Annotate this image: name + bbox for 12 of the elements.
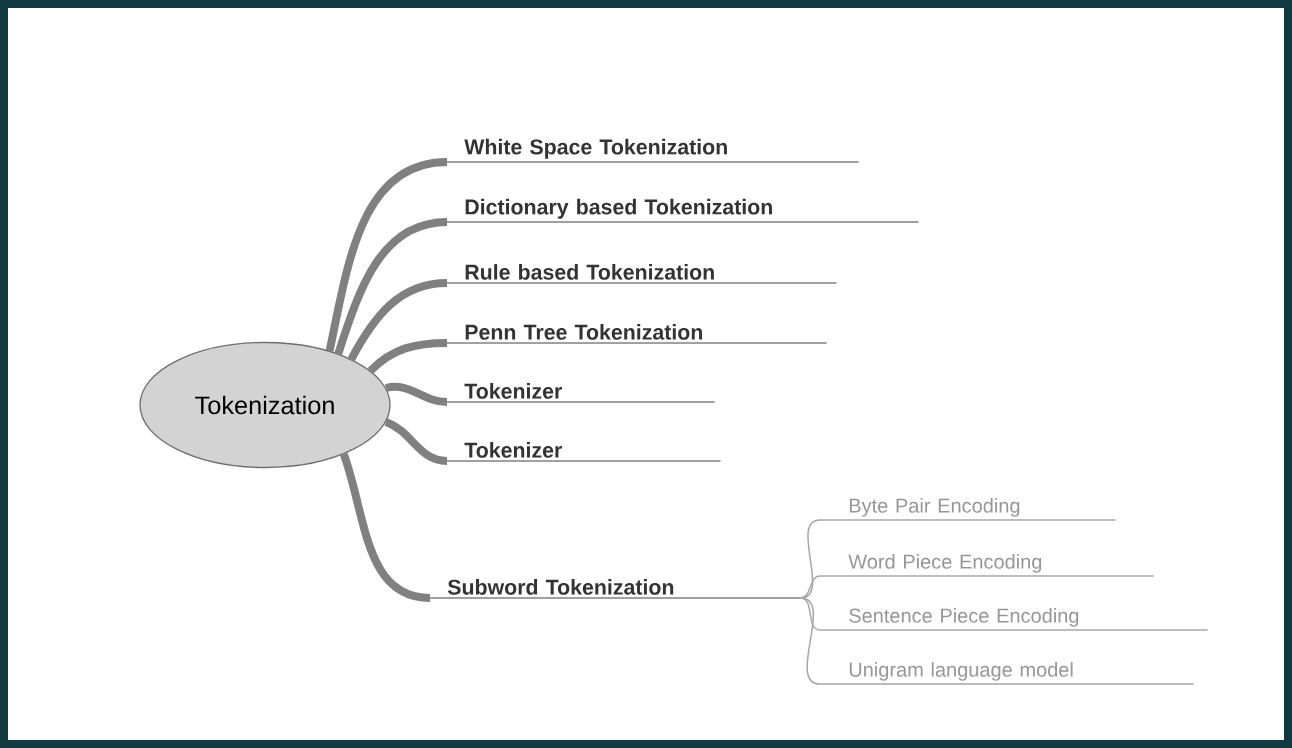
branch-label: Sentence Piece Encoding (819, 608, 1209, 631)
connector (799, 597, 821, 685)
branch-label: Unigram language model (819, 662, 1195, 685)
branch-label: Subword Tokenization (429, 579, 802, 599)
branch-label: Tokenizer (446, 383, 716, 403)
branch-label: Byte Pair Encoding (819, 498, 1117, 521)
branch-label: Word Piece Encoding (819, 554, 1155, 577)
branch-label: Penn Tree Tokenization (446, 324, 828, 344)
branch-label: Dictionary based Tokenization (446, 198, 920, 223)
branch-label: Tokenizer (446, 442, 722, 462)
branch-label: White Space Tokenization (446, 138, 860, 163)
branch-label: Rule based Tokenization (446, 264, 838, 284)
